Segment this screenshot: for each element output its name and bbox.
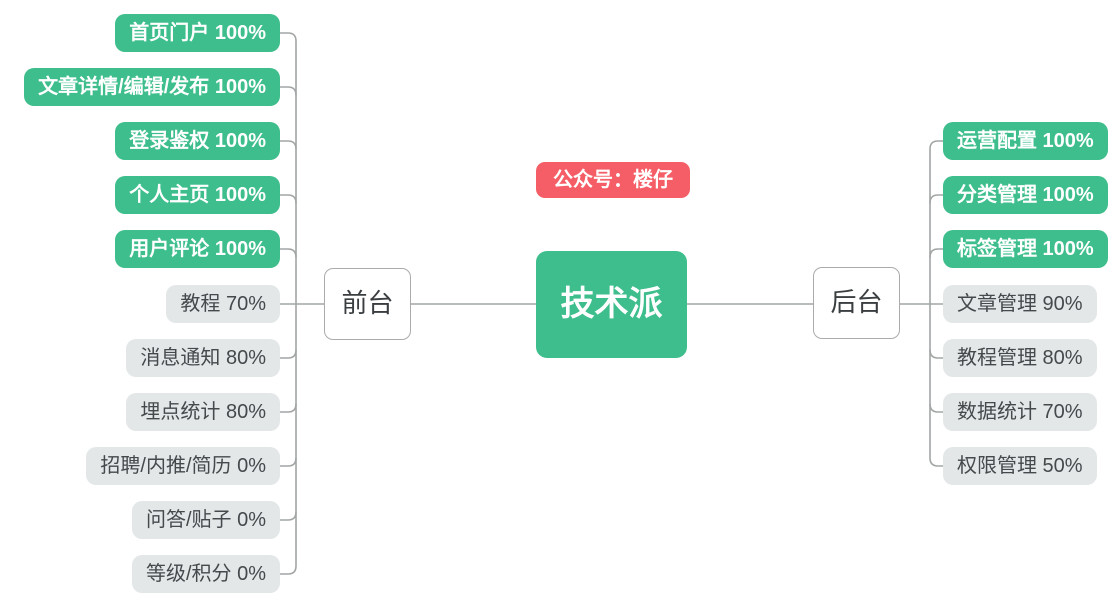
front-topic-user-comments[interactable]: 用户评论 100%	[115, 230, 280, 268]
back-branch-topic[interactable]: 后台	[813, 267, 900, 339]
back-topic-data-stats[interactable]: 数据统计 70%	[943, 393, 1097, 431]
front-topic-qa-posts[interactable]: 问答/贴子 0%	[131, 501, 280, 539]
front-topic-article-detail[interactable]: 文章详情/编辑/发布 100%	[24, 68, 280, 106]
front-topic-jobs-referral[interactable]: 招聘/内推/简历 0%	[86, 447, 280, 485]
front-branch-connectors	[279, 32, 325, 575]
back-topic-category-mgmt[interactable]: 分类管理 100%	[943, 176, 1108, 214]
back-topic-permission-mgmt[interactable]: 权限管理 50%	[943, 447, 1097, 485]
root-topic[interactable]: 技术派	[536, 251, 687, 358]
front-topic-level-points[interactable]: 等级/积分 0%	[131, 555, 280, 593]
wechat-account-badge[interactable]: 公众号：楼仔	[536, 162, 690, 198]
back-topic-tutorial-mgmt[interactable]: 教程管理 80%	[943, 339, 1097, 377]
back-topic-article-mgmt[interactable]: 文章管理 90%	[943, 285, 1097, 323]
front-branch-topic[interactable]: 前台	[324, 268, 411, 340]
back-branch-connectors	[899, 140, 944, 467]
front-topic-notifications[interactable]: 消息通知 80%	[126, 339, 280, 377]
front-topic-home-portal[interactable]: 首页门户 100%	[115, 14, 280, 52]
back-topic-tag-mgmt[interactable]: 标签管理 100%	[943, 230, 1108, 268]
front-topic-login-auth[interactable]: 登录鉴权 100%	[115, 122, 280, 160]
back-topic-operation-config[interactable]: 运营配置 100%	[943, 122, 1108, 160]
front-topic-tutorials[interactable]: 教程 70%	[166, 285, 280, 323]
front-topic-profile-page[interactable]: 个人主页 100%	[115, 176, 280, 214]
front-topic-tracking-stats[interactable]: 埋点统计 80%	[126, 393, 280, 431]
